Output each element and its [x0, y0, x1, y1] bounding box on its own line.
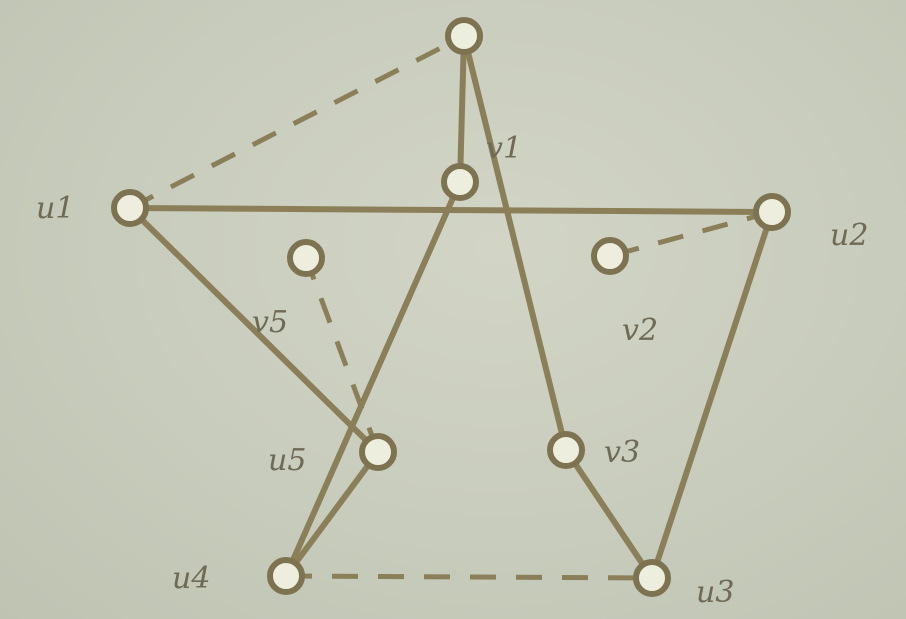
node-label-u5: u5	[268, 443, 306, 478]
node-label-u4: u4	[172, 561, 210, 596]
node-u5	[359, 433, 397, 471]
node-u2	[753, 193, 791, 231]
edge-u1-u2	[127, 205, 775, 215]
node-u3	[633, 559, 671, 597]
node-u4	[267, 557, 305, 595]
node-label-v2: v2	[622, 313, 658, 348]
edge-u2-u3	[649, 209, 775, 581]
edge-v4-u4	[283, 179, 463, 579]
node-layer	[111, 17, 791, 597]
edge-v3-u3	[563, 447, 655, 581]
node-label-u1: u1	[36, 191, 74, 226]
node-v1	[445, 17, 483, 55]
node-label-u2: u2	[830, 218, 868, 253]
node-label-v3: v3	[604, 435, 640, 470]
node-v3	[547, 431, 585, 469]
node-label-v1: v1	[486, 131, 522, 166]
label-layer: u1 u2 u3 u4 u5 v1 v2 v3 v5	[36, 131, 868, 610]
edge-u2-v2	[609, 209, 773, 259]
edge-u1-v1	[128, 33, 466, 211]
edge-u5-u4	[283, 449, 381, 579]
node-v4	[441, 163, 479, 201]
node-v5	[287, 239, 325, 277]
node-label-u3: u3	[696, 575, 734, 610]
node-v2	[591, 237, 629, 275]
edge-v1-v3	[461, 33, 569, 453]
edge-u1-u5	[127, 205, 381, 455]
node-label-v5: v5	[252, 305, 288, 340]
edge-u5-v5	[303, 257, 381, 453]
edge-u4-u3	[285, 573, 653, 581]
edge-v1-v4	[457, 33, 467, 185]
node-u1	[111, 189, 149, 227]
edge-layer	[127, 33, 775, 581]
